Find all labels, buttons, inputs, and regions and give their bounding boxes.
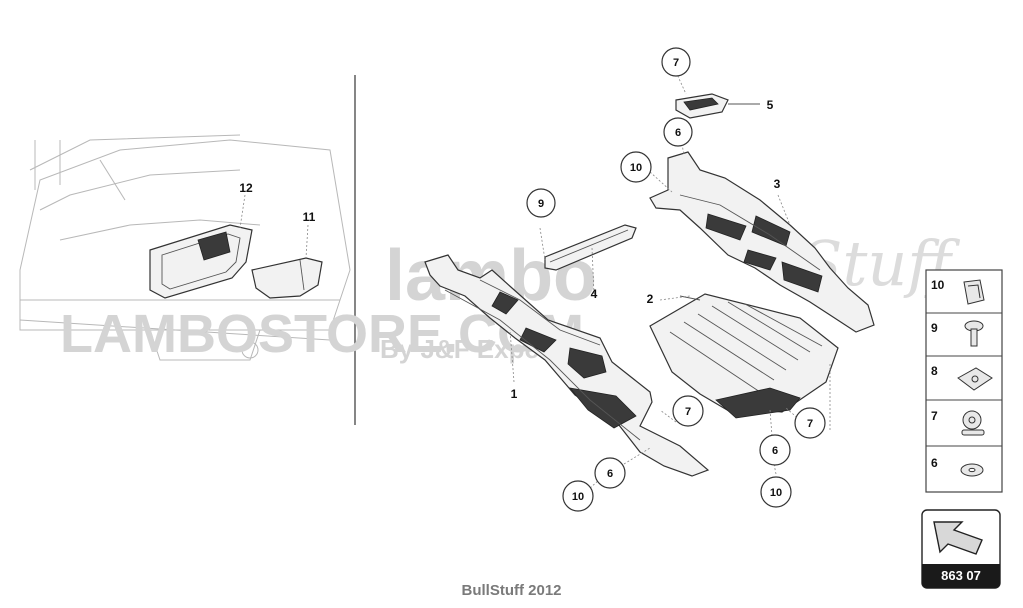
svg-text:6: 6 — [607, 468, 613, 480]
callout-9: 9 — [526, 188, 556, 218]
part-3-console-right — [649, 151, 875, 333]
svg-text:6: 6 — [772, 445, 778, 457]
callout-7-bottom-right: 7 — [794, 407, 826, 439]
clamp-screw-icon — [961, 410, 985, 436]
svg-text:10: 10 — [770, 487, 782, 499]
nut-icon — [957, 367, 993, 391]
legend-item-7: 7 — [931, 409, 985, 436]
background-inset-sketch — [19, 134, 351, 361]
legend-item-10: 10 — [931, 278, 985, 305]
svg-text:10: 10 — [931, 278, 945, 292]
label-part-12: 12 — [239, 181, 253, 195]
legend-item-6: 6 — [931, 456, 984, 477]
callout-6-bottom-right: 6 — [759, 434, 791, 466]
svg-text:9: 9 — [931, 321, 938, 335]
legend-item-8: 8 — [931, 364, 993, 391]
callout-7-top: 7 — [661, 47, 691, 77]
callout-10-top: 10 — [620, 151, 652, 183]
callout-6-top: 6 — [663, 117, 693, 147]
label-part-1: 1 — [511, 387, 518, 401]
svg-text:7: 7 — [685, 406, 691, 418]
fastener-legend: 10 9 8 7 — [925, 269, 1003, 493]
part-11-handle — [251, 224, 323, 299]
label-part-4: 4 — [591, 287, 598, 301]
label-part-11: 11 — [303, 210, 316, 224]
svg-text:7: 7 — [673, 57, 679, 69]
label-part-5: 5 — [767, 98, 774, 112]
footer-text: BullStuff 2012 — [461, 582, 562, 599]
svg-text:9: 9 — [538, 198, 544, 210]
washer-icon — [960, 463, 984, 477]
svg-text:6: 6 — [675, 127, 681, 139]
legend-item-9: 9 — [931, 320, 984, 347]
arrow-icon — [933, 521, 983, 555]
callout-10-bottom-left: 10 — [562, 480, 594, 512]
part-4-strip — [539, 224, 637, 271]
part-12-frame — [149, 194, 253, 299]
part-5-pad — [675, 93, 760, 119]
svg-text:10: 10 — [572, 491, 584, 503]
watermark-byline: By J&F Expe — [380, 334, 539, 364]
svg-text:10: 10 — [630, 162, 642, 174]
part-1-console-left — [424, 254, 710, 477]
callout-7-bottom-left: 7 — [672, 395, 704, 427]
svg-text:7: 7 — [931, 409, 938, 423]
page-reference-code: 863 07 — [922, 564, 1000, 588]
label-part-2: 2 — [647, 292, 654, 306]
label-part-3: 3 — [774, 177, 781, 191]
svg-text:8: 8 — [931, 364, 938, 378]
callout-6-bottom-left: 6 — [594, 457, 626, 489]
callout-10-bottom-right: 10 — [760, 476, 792, 508]
clip-icon — [963, 279, 985, 305]
svg-text:6: 6 — [931, 456, 938, 470]
screw-icon — [964, 320, 984, 347]
svg-text:7: 7 — [807, 418, 813, 430]
part-2-floor-panel — [649, 293, 839, 419]
